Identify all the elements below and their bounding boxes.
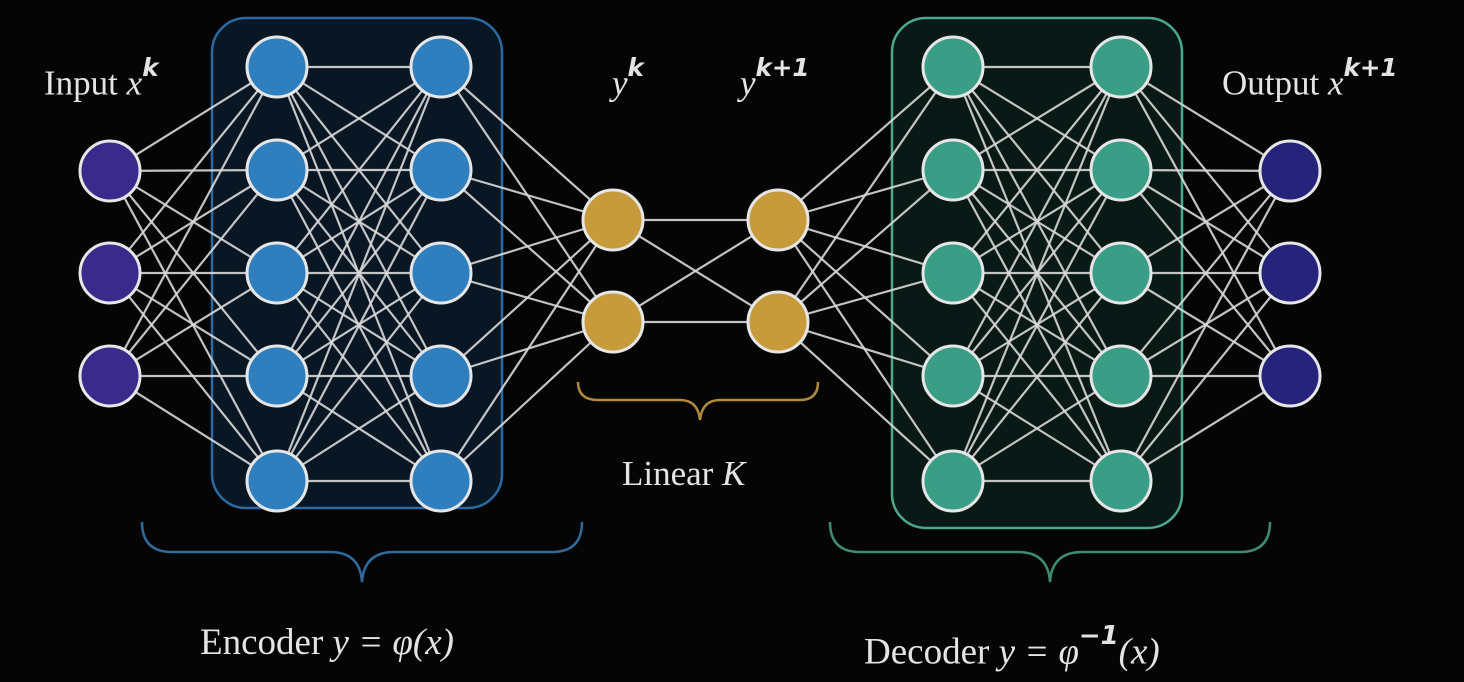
encoder-label: Encoder y = φ(x): [200, 624, 454, 661]
latent-left-sup: k: [627, 53, 644, 82]
encoder-node-l2-0: [409, 35, 473, 99]
edge-l1-4-1: [276, 169, 442, 482]
latent-right-sup: k+1: [755, 53, 810, 82]
edge-l0-0-4: [109, 170, 278, 482]
edge-l2-4-0: [440, 219, 614, 482]
encoder-node-l2-2: [409, 241, 473, 305]
decoder-node-l6-4: [1089, 449, 1153, 513]
edge-l4-1-4: [777, 321, 954, 482]
input-word: Input: [44, 63, 118, 103]
encoder-node-l2-3: [409, 344, 473, 408]
encoder-word: Encoder: [200, 622, 324, 663]
latent-left-label: yk: [612, 53, 644, 103]
output-node-l7-0: [1258, 139, 1322, 203]
edge-l5-3-0: [952, 66, 1122, 377]
linear-k-label: Linear K: [622, 456, 745, 491]
neuron-nodes: [78, 35, 1322, 513]
output-node-l7-2: [1258, 344, 1322, 408]
edge-l4-1-1: [777, 169, 954, 323]
edge-l4-0-4: [777, 219, 954, 482]
decoder-node-l6-1: [1089, 138, 1153, 202]
decoder-node-l5-3: [921, 344, 985, 408]
decoder-node-l5-0: [921, 35, 985, 99]
edge-l2-4-1: [440, 321, 614, 482]
output-var: x: [1327, 63, 1344, 103]
edge-l5-4-1: [952, 169, 1122, 482]
edge-l4-0-0: [777, 66, 954, 221]
latent-right-label: yk+1: [740, 53, 810, 103]
latent-right-var: y: [740, 63, 756, 103]
decoder-node-l6-2: [1089, 241, 1153, 305]
latent-node-l4-1: [746, 290, 810, 354]
encoder-node-l1-3: [245, 344, 309, 408]
edge-l2-0-0: [440, 66, 614, 221]
decoder-brace: [828, 521, 1272, 583]
latent-node-l3-0: [581, 188, 645, 252]
edge-l0-2-2: [109, 272, 278, 377]
decoder-label: Decoder y = φ−1(x): [864, 621, 1160, 673]
edge-l6-0-0: [1120, 66, 1291, 172]
edge-l1-1-0: [276, 66, 442, 171]
edge-l0-1-0: [109, 66, 278, 274]
output-label: Output xk+1: [1222, 53, 1398, 103]
output-word: Output: [1222, 63, 1320, 103]
edge-l2-3-0: [440, 219, 614, 377]
edge-l0-2-1: [109, 169, 278, 377]
decoder-word: Decoder: [864, 631, 990, 673]
decoder-node-l6-3: [1089, 344, 1153, 408]
edge-l5-1-0: [952, 66, 1122, 171]
latent-node-l3-1: [581, 290, 645, 354]
encoder-node-l2-4: [409, 449, 473, 513]
latent-node-l4-0: [746, 188, 810, 252]
edge-l1-4-0: [275, 66, 443, 482]
edge-l0-2-4: [109, 375, 278, 482]
latent-left-var: y: [612, 63, 628, 103]
edge-l1-4-3: [276, 375, 442, 482]
linear-word: Linear: [622, 454, 714, 493]
linear-var: K: [722, 454, 746, 493]
encoder-node-l1-0: [245, 35, 309, 99]
encoder-formula: y = φ(x): [332, 622, 454, 663]
edge-l6-4-1: [1120, 272, 1291, 482]
input-sup: k: [142, 53, 159, 82]
output-node-l7-1: [1258, 241, 1322, 305]
output-sup: k+1: [1343, 53, 1398, 82]
input-node-l0-2: [78, 344, 142, 408]
encoder-brace: [140, 521, 584, 583]
input-node-l0-1: [78, 241, 142, 305]
decoder-node-l6-0: [1089, 35, 1153, 99]
linear-brace: [576, 381, 820, 421]
edge-l0-2-0: [109, 66, 278, 377]
edge-l5-2-0: [952, 66, 1122, 274]
decoder-formula-lhs: y = φ: [998, 631, 1079, 673]
encoder-node-l1-4: [245, 449, 309, 513]
edge-l5-4-0: [951, 66, 1123, 482]
edge-l1-3-0: [276, 66, 442, 377]
input-var: x: [126, 63, 143, 103]
edge-l5-4-3: [952, 375, 1122, 482]
encoder-node-l1-2: [245, 241, 309, 305]
encoder-node-l1-1: [245, 138, 309, 202]
decoder-node-l5-1: [921, 138, 985, 202]
edge-l5-4-2: [952, 272, 1122, 482]
decoder-node-l5-4: [921, 449, 985, 513]
decoder-node-l5-2: [921, 241, 985, 305]
edge-l3-1-0: [612, 219, 779, 323]
edge-l1-4-2: [276, 272, 442, 482]
edge-l6-4-2: [1120, 375, 1291, 482]
encoder-node-l2-1: [409, 138, 473, 202]
connection-edges: [109, 65, 1291, 483]
input-node-l0-0: [78, 139, 142, 203]
edge-l6-4-0: [1120, 170, 1291, 482]
input-label: Input xk: [44, 53, 159, 103]
decoder-formula-sup: −1: [1078, 621, 1119, 651]
edge-l1-2-0: [276, 66, 442, 274]
edge-l6-2-0: [1120, 170, 1291, 274]
decoder-formula-rhs: (x): [1118, 631, 1160, 673]
edge-l4-1-0: [777, 66, 954, 323]
edge-l6-3-0: [1120, 170, 1291, 377]
edge-l0-0-0: [109, 66, 278, 172]
